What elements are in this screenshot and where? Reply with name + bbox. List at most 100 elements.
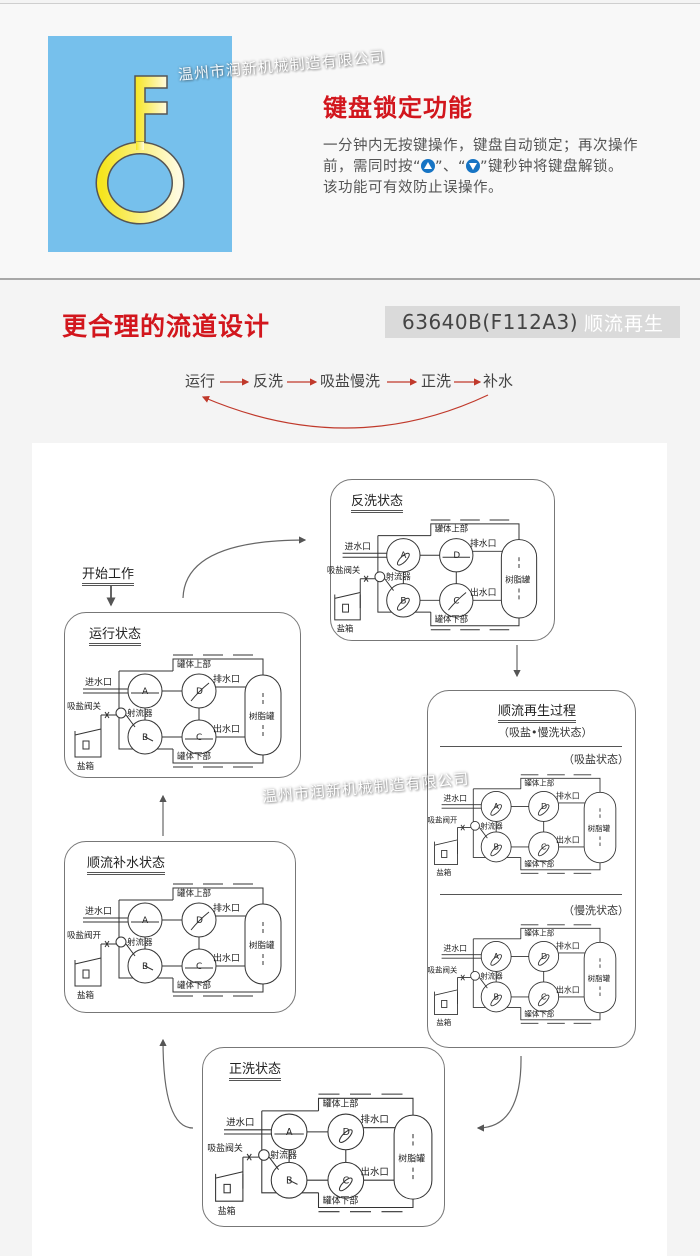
- cycle-step-refill: 补水: [483, 372, 514, 390]
- label-inlet: 进水口: [226, 1117, 254, 1129]
- stage-title: 顺流再生过程: [498, 700, 577, 723]
- label-outlet: 出水口: [556, 835, 580, 845]
- valve-flap: [448, 592, 467, 611]
- label-drain: 排水口: [213, 902, 240, 914]
- valve-a-label: A: [400, 551, 406, 561]
- injector: [115, 936, 127, 948]
- injector-pipe: [268, 1156, 280, 1171]
- label-drain: 排水口: [556, 941, 580, 951]
- label-tank-top: 罐体上部: [435, 524, 468, 534]
- valve-b-label: B: [286, 1175, 292, 1186]
- valve-flap: [396, 552, 410, 566]
- label-brine-valve: 吸盐阀开: [428, 814, 458, 824]
- valve-a-label: A: [286, 1127, 293, 1138]
- label-brine-box: 盐箱: [218, 1205, 236, 1217]
- down-arrow-button-icon: [466, 159, 481, 173]
- brine-box: [74, 728, 102, 758]
- drain-outlet-pipe: [472, 550, 505, 601]
- up-arrow-button-icon: [421, 159, 436, 173]
- valve-flap: [144, 965, 154, 971]
- brine-box: [434, 989, 458, 1015]
- injector: [258, 1149, 270, 1161]
- model-bar: 63640B(F112A3) 顺流再生: [385, 306, 680, 338]
- desc-line-2: 前，需同时按“”、“”键秒钟将键盘解锁。: [323, 157, 693, 178]
- label-brine-valve: 吸盐阀开: [67, 930, 102, 941]
- key-icon-tile: [48, 36, 232, 252]
- label-tank-top: 罐体上部: [177, 659, 212, 670]
- resin-tank: [244, 903, 282, 985]
- brine-pipe: [242, 1156, 259, 1189]
- tank-dashed-line: [520, 924, 592, 1024]
- connector-pipe: [495, 805, 545, 848]
- label-tank-bottom: 罐体下部: [524, 858, 554, 868]
- brine-valve-icon: [246, 1153, 252, 1161]
- injector: [470, 820, 480, 831]
- injector: [470, 970, 480, 981]
- label-resin-tank: 树脂罐: [398, 1152, 425, 1164]
- valve-d-label: D: [343, 1127, 350, 1138]
- label-brine-valve: 吸盐阀关: [67, 701, 102, 712]
- resin-tank: [393, 1114, 433, 1200]
- label-tank-bottom: 罐体下部: [323, 1194, 359, 1206]
- brine-pipe: [456, 827, 471, 854]
- desc-line-3: 该功能可有效防止误操作。: [323, 180, 503, 196]
- injector-pipe: [479, 977, 488, 989]
- valve-flap: [144, 736, 154, 742]
- valve-b-label: B: [400, 596, 406, 606]
- label-inlet: 进水口: [85, 676, 112, 688]
- cycle-step-fast-rinse: 正洗: [421, 372, 452, 390]
- label-inlet: 进水口: [443, 793, 467, 803]
- regen-subtitle: （吸盐•慢洗状态）: [498, 726, 593, 739]
- desc-line-2-post: ”键秒钟将键盘解锁。: [480, 159, 624, 175]
- valve-c-label: C: [196, 962, 202, 972]
- label-injector: 射流器: [127, 937, 153, 948]
- brine-box: [74, 957, 102, 987]
- brine-float: [82, 740, 90, 750]
- label-brine-valve: 吸盐阀关: [428, 964, 458, 974]
- inlet-pipe: [441, 954, 483, 959]
- tank-dashed-line: [173, 883, 253, 997]
- valve-flap: [396, 597, 410, 611]
- brine-valve-icon: [363, 575, 369, 582]
- connector-pipe: [144, 690, 200, 738]
- valve-flap: [490, 994, 502, 1007]
- label-injector: 射流器: [480, 820, 503, 830]
- regen-separator-2: [440, 894, 622, 895]
- connector-pipe: [495, 955, 545, 998]
- drain-outlet-pipe: [363, 1127, 398, 1181]
- valve-a-label: A: [142, 916, 149, 926]
- brine-float: [342, 603, 349, 613]
- brine-valve-icon: [460, 824, 465, 831]
- label-injector: 射流器: [480, 970, 503, 980]
- brine-valve-icon: [460, 974, 465, 981]
- cycle-step-brine-slow-rinse: 吸盐慢洗: [320, 372, 381, 390]
- label-brine-box: 盐箱: [436, 867, 451, 877]
- brine-pipe: [456, 977, 471, 1004]
- inlet-pipe: [83, 917, 129, 923]
- brine-pipe: [100, 943, 116, 974]
- valve-flap: [537, 994, 550, 1007]
- model-mode: 顺流再生: [584, 312, 665, 335]
- brine-valve-icon: [104, 940, 110, 948]
- valve-flap: [537, 954, 550, 966]
- tank-dashed-line: [318, 1093, 403, 1213]
- top-border: [0, 3, 700, 4]
- brine-valve-icon: [104, 711, 110, 719]
- valve-b-label: B: [142, 962, 148, 972]
- label-inlet: 进水口: [85, 905, 112, 917]
- label-inlet: 进水口: [443, 943, 467, 953]
- label-drain: 排水口: [361, 1113, 389, 1125]
- connector-pipe: [402, 554, 457, 601]
- label-brine-box: 盐箱: [77, 990, 95, 1001]
- injector: [115, 707, 127, 719]
- injector-pipe: [125, 943, 136, 957]
- label-tank-bottom: 罐体下部: [177, 980, 212, 991]
- stage-title: 正洗状态: [229, 1058, 282, 1081]
- connector-pipe: [144, 919, 200, 967]
